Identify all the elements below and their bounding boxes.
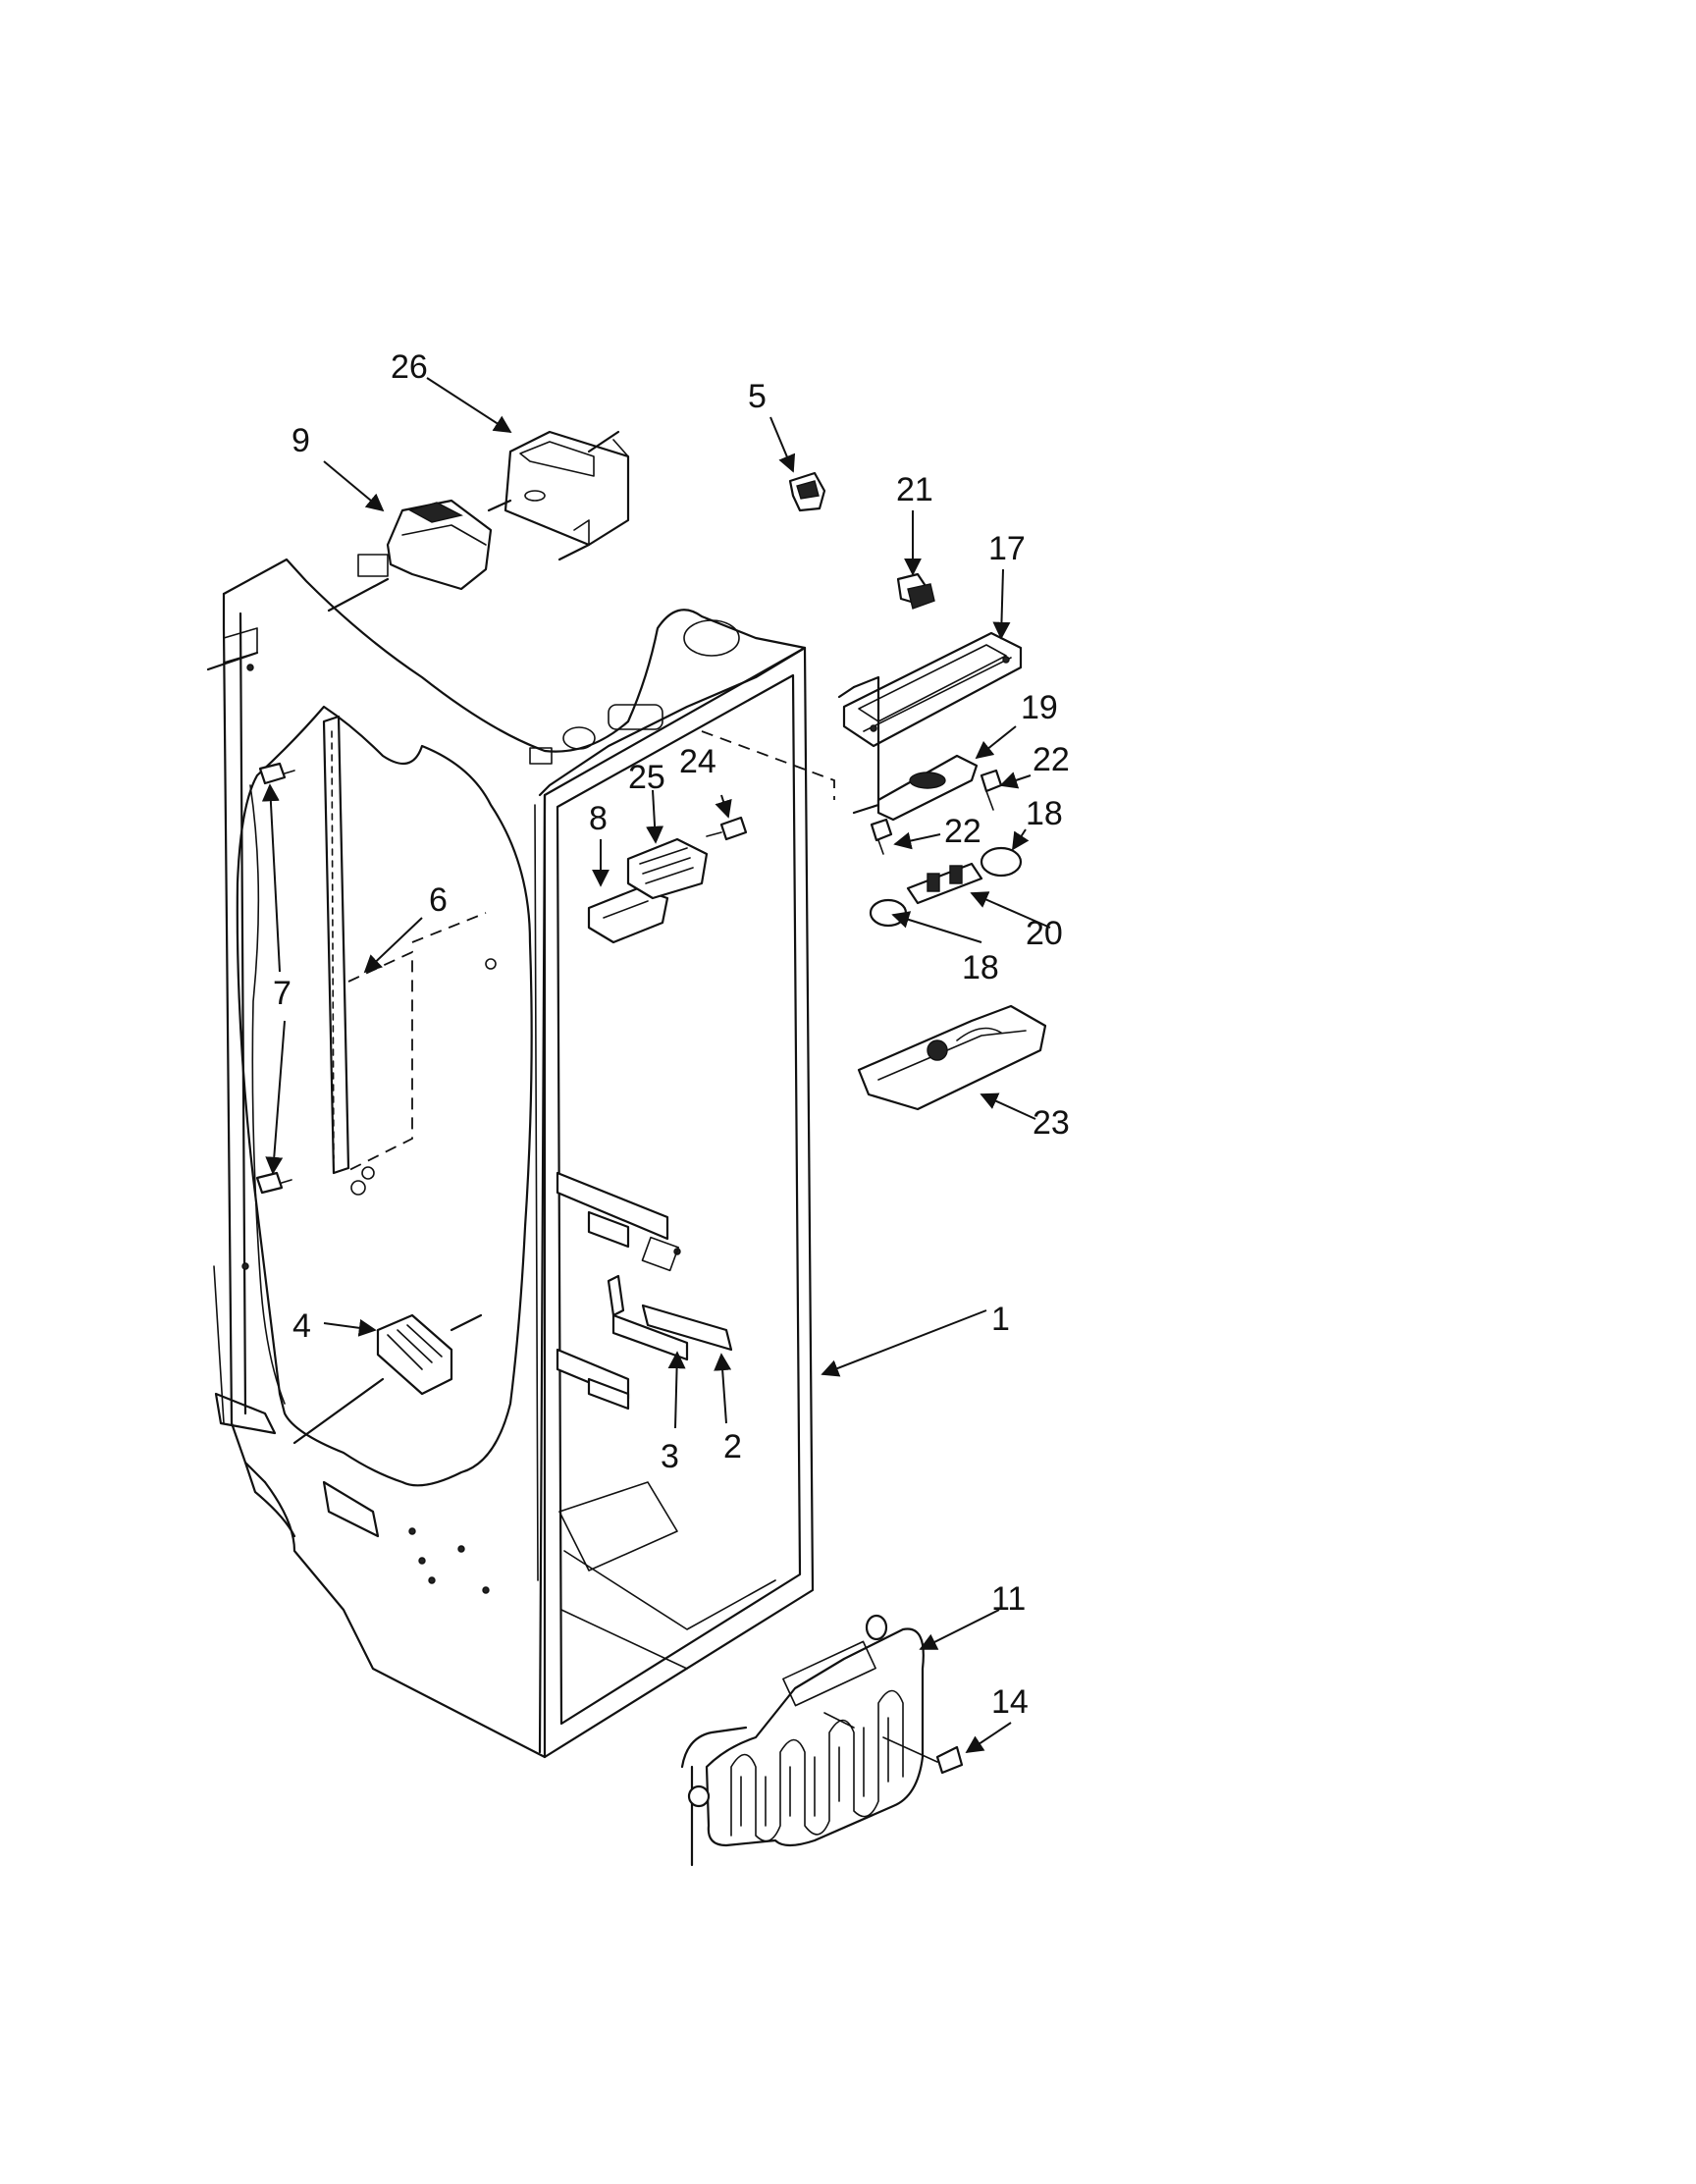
callout-18a: 18 <box>1026 795 1063 832</box>
callout-26: 26 <box>391 348 428 386</box>
part-18-bulb-a <box>980 846 1023 878</box>
callout-8: 8 <box>589 800 608 837</box>
fastener-holes <box>350 1166 375 1196</box>
callout-22a: 22 <box>1033 741 1070 778</box>
part-23-light-cover <box>857 1004 1047 1111</box>
callouts: 26 9 5 21 17 19 22 18 22 20 18 23 24 25 … <box>273 348 1070 1721</box>
part-2-bracket <box>607 1236 733 1352</box>
callout-23: 23 <box>1033 1104 1070 1142</box>
callout-11: 11 <box>991 1580 1026 1618</box>
part-20-socket-assembly <box>906 862 983 905</box>
callout-20: 20 <box>1026 915 1063 952</box>
callout-3: 3 <box>661 1438 679 1475</box>
callout-7: 7 <box>273 975 292 1012</box>
part-9-housing <box>327 499 493 613</box>
part-25-vent <box>626 837 709 900</box>
part-26-bracket <box>487 430 630 561</box>
part-22-screw-a <box>980 769 1003 811</box>
callout-2: 2 <box>723 1428 742 1465</box>
callout-4: 4 <box>292 1307 311 1345</box>
cabinet-liner <box>206 558 835 1759</box>
part-22-screw-b <box>870 818 893 855</box>
callout-22b: 22 <box>944 813 981 850</box>
callout-21: 21 <box>896 471 933 508</box>
callout-24: 24 <box>679 743 716 780</box>
callout-19: 19 <box>1021 689 1058 726</box>
part-21-connector <box>896 572 935 610</box>
callout-25: 25 <box>628 759 665 796</box>
callout-17: 17 <box>988 530 1026 567</box>
part-7-screw-top <box>258 762 295 785</box>
callout-5: 5 <box>748 378 767 415</box>
callout-6: 6 <box>429 881 448 919</box>
part-3-bracket <box>611 1313 689 1361</box>
part-5-clip <box>788 471 826 512</box>
part-18-bulb-b <box>869 898 908 928</box>
callout-14: 14 <box>991 1683 1029 1721</box>
part-11-coil <box>680 1614 925 1867</box>
callout-9: 9 <box>292 422 310 459</box>
part-4-grille <box>292 1313 483 1445</box>
part-24-screw <box>706 816 748 841</box>
part-7-screw-bottom <box>255 1171 292 1195</box>
callout-1: 1 <box>991 1301 1010 1338</box>
leader-lines <box>261 377 1051 1753</box>
callout-18b: 18 <box>962 949 999 986</box>
part-6-rail <box>322 715 497 1175</box>
part-19-socket <box>876 754 979 822</box>
part-14-screw <box>823 1712 964 1775</box>
part-17-light-housing <box>837 631 1023 815</box>
